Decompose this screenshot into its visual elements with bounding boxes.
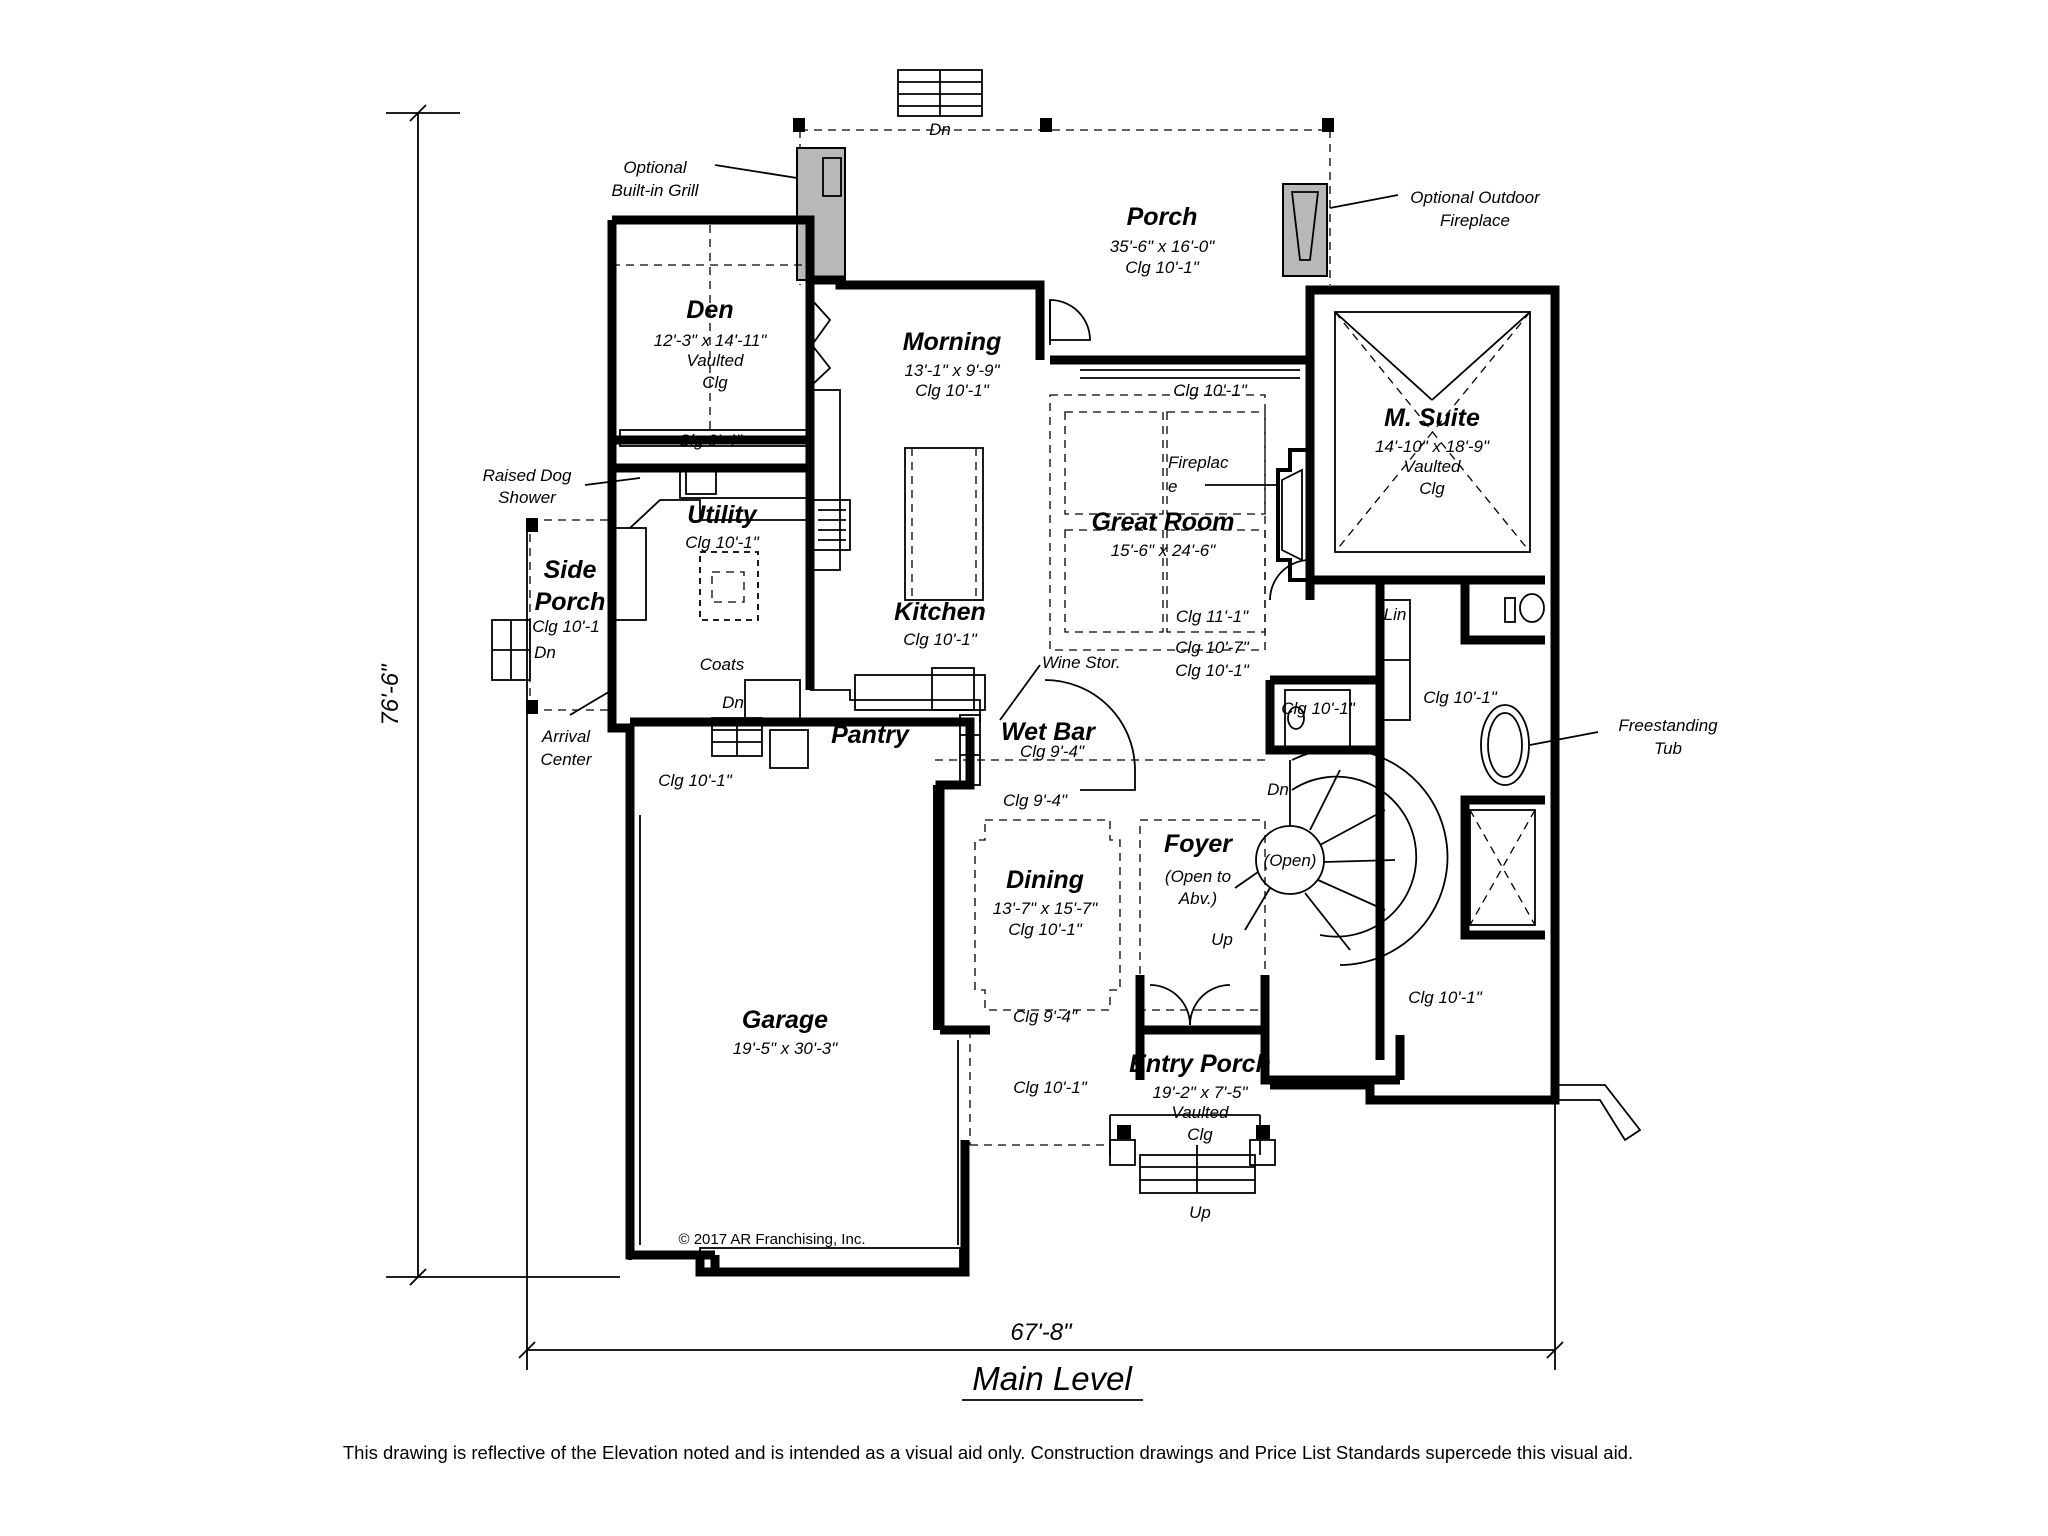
dining-ceiling: Clg 10'-1" xyxy=(1008,920,1083,939)
fireplace-label-2: e xyxy=(1168,477,1177,496)
rear-porch-structure xyxy=(793,69,1334,285)
den-ceiling-2: Clg xyxy=(702,373,728,392)
coats-label: Coats xyxy=(700,655,745,674)
outdoor-fireplace-label-1: Optional Outdoor xyxy=(1410,188,1541,207)
plan-title: Main Level xyxy=(972,1360,1133,1397)
garage-ceiling: Clg 10'-1" xyxy=(658,771,733,790)
den-ceiling-low: Clg 9'-4" xyxy=(678,431,743,450)
morning-ceiling: Clg 10'-1" xyxy=(915,381,990,400)
side-porch-name-2: Porch xyxy=(535,588,606,616)
dining-ceiling-bottom: Clg 9'-4" xyxy=(1013,1007,1078,1026)
powder-ceiling: Clg 10'-1" xyxy=(1281,699,1356,718)
porch-ceiling: Clg 10'-1" xyxy=(1125,258,1200,277)
foyer-name: Foyer xyxy=(1164,830,1233,858)
m-suite-name: M. Suite xyxy=(1384,404,1480,432)
great-room-ceiling-b: Clg 10'-7" xyxy=(1175,638,1250,657)
arrival-label-1: Arrival xyxy=(541,727,591,746)
tub-label-1: Freestanding xyxy=(1618,716,1718,735)
wet-bar-name: Wet Bar xyxy=(1001,718,1096,746)
kitchen-name: Kitchen xyxy=(894,598,986,626)
side-porch-stair: Dn xyxy=(534,643,556,662)
great-room-ceiling-a: Clg 11'-1" xyxy=(1176,607,1249,626)
overall-width: 67'-8" xyxy=(1010,1319,1073,1346)
stair-up-label: Up xyxy=(1211,930,1233,949)
entry-porch-stair: Up xyxy=(1189,1203,1211,1222)
outdoor-fireplace-icon xyxy=(1282,183,1328,277)
entry-porch-size: 19'-2" x 7'-5" xyxy=(1152,1083,1248,1102)
kitchen-ceiling: Clg 10'-1" xyxy=(903,630,978,649)
garage-details xyxy=(699,1040,961,1273)
dining-size: 13'-7" x 15'-7" xyxy=(993,899,1099,918)
entry-porch-details xyxy=(969,1030,1642,1194)
morning-size: 13'-1" x 9'-9" xyxy=(904,361,1000,380)
foyer-note-2: Abv.) xyxy=(1178,889,1217,908)
dog-shower-label-1: Raised Dog xyxy=(483,466,572,485)
west-wing-details xyxy=(491,225,811,769)
freestanding-tub-icon xyxy=(1480,704,1530,786)
kitchen-details xyxy=(810,299,1091,722)
den-size: 12'-3" x 14'-11" xyxy=(654,331,768,350)
closet-ceiling: Clg 10'-1" xyxy=(1408,988,1483,1007)
great-room-name: Great Room xyxy=(1091,508,1234,536)
entry-porch-ceiling-2: Clg xyxy=(1187,1125,1213,1144)
overall-depth: 76'-6" xyxy=(377,663,404,726)
interior-walls xyxy=(612,222,1545,1085)
garage-size: 19'-5" x 30'-3" xyxy=(733,1039,839,1058)
linen-label: Lin xyxy=(1384,605,1407,624)
great-room-details xyxy=(1049,369,1310,651)
wet-bar-ceiling: Clg 9'-4" xyxy=(1020,742,1085,761)
stair-dn-label: Dn xyxy=(1267,780,1289,799)
dining-details xyxy=(935,679,1270,1026)
entry-side-ceiling: Clg 10'-1" xyxy=(1013,1078,1088,1097)
m-suite-ceiling-1: Vaulted xyxy=(1403,457,1461,476)
stair-open-label: (Open) xyxy=(1264,851,1317,870)
grill-label-1: Optional xyxy=(623,158,688,177)
garage-name: Garage xyxy=(742,1006,828,1034)
disclaimer: This drawing is reflective of the Elevat… xyxy=(343,1442,1633,1463)
dog-shower-label-2: Shower xyxy=(498,488,557,507)
copyright: © 2017 AR Franchising, Inc. xyxy=(679,1231,866,1248)
leader-lines xyxy=(569,164,1599,746)
foyer-note-1: (Open to xyxy=(1165,867,1231,886)
morning-name: Morning xyxy=(903,328,1002,356)
toilet-icon xyxy=(1519,593,1545,623)
utility-ceiling: Clg 10'-1" xyxy=(685,533,760,552)
utility-stair-label: Dn xyxy=(722,693,744,712)
great-room-ceiling-c: Clg 10'-1" xyxy=(1175,661,1250,680)
dining-name: Dining xyxy=(1006,866,1084,894)
pantry-name: Pantry xyxy=(831,721,910,749)
dimension-lines xyxy=(386,104,1564,1401)
tub-label-2: Tub xyxy=(1654,739,1682,758)
den-name: Den xyxy=(686,296,733,324)
wine-storage-label: Wine Stor. xyxy=(1042,653,1121,672)
bath-ceiling: Clg 10'-1" xyxy=(1423,688,1498,707)
m-suite-ceiling-2: Clg xyxy=(1419,479,1445,498)
arrival-label-2: Center xyxy=(540,750,592,769)
porch-stair-label: Dn xyxy=(929,120,951,139)
entry-porch-ceiling-1: Vaulted xyxy=(1171,1103,1229,1122)
built-in-grill-icon xyxy=(796,147,846,281)
great-room-ceiling-top: Clg 10'-1" xyxy=(1173,381,1248,400)
grill-label-2: Built-in Grill xyxy=(612,181,700,200)
utility-name: Utility xyxy=(687,501,758,529)
outdoor-fireplace-label-2: Fireplace xyxy=(1440,211,1510,230)
spiral-stair xyxy=(711,717,1449,966)
master-suite-details xyxy=(1269,311,1545,926)
dining-ceiling-top: Clg 9'-4" xyxy=(1003,791,1068,810)
side-porch-ceiling: Clg 10'-1 xyxy=(532,617,600,636)
m-suite-size: 14'-10" x 18'-9" xyxy=(1375,437,1490,456)
porch-size: 35'-6" x 16'-0" xyxy=(1110,237,1216,256)
den-ceiling-1: Vaulted xyxy=(686,351,744,370)
great-room-size: 15'-6" x 24'-6" xyxy=(1111,541,1217,560)
entry-porch-name: Entry Porch xyxy=(1129,1050,1271,1078)
fireplace-label-1: Fireplac xyxy=(1168,453,1229,472)
porch-name: Porch xyxy=(1127,203,1198,231)
side-porch-name-1: Side xyxy=(544,556,597,584)
